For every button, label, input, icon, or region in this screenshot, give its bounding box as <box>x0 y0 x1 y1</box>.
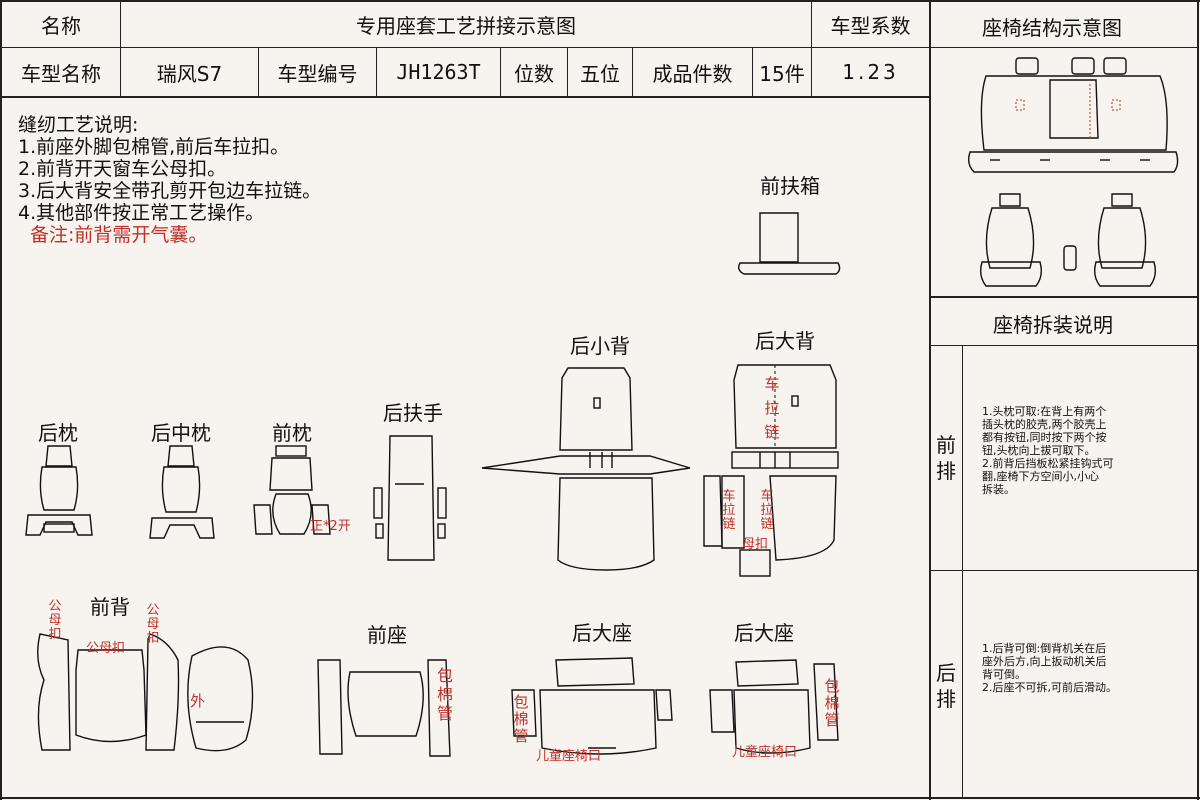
rear-row-line-2: 座外后方,向上扳动机关后 <box>982 655 1107 668</box>
main-side-divider <box>929 0 931 800</box>
annotation-child-seat-2: 儿童座椅口 <box>732 745 798 760</box>
rear-row-label-text: 后排 <box>936 661 956 711</box>
annotation-outer: 外 <box>190 692 206 710</box>
rear-row-label: 后排 <box>934 660 958 712</box>
frame-left <box>0 0 2 800</box>
seats-value: 五位 <box>580 61 620 86</box>
instruction-line-1: 1.前座外脚包棉管,前后车拉扣。 <box>18 136 290 158</box>
annotation-zipper-a: 车拉链 <box>722 489 736 532</box>
header-col-2 <box>258 48 259 97</box>
side-structure-bottom <box>930 296 1198 298</box>
pattern-drawing <box>25 212 841 757</box>
header-col-7 <box>752 48 753 97</box>
header-col-3 <box>376 48 377 97</box>
rear-big-seat-2-shape <box>709 659 839 754</box>
front-back-shape <box>37 633 254 752</box>
annotation-zipper-b: 车拉链 <box>760 489 774 532</box>
annotation-pipe-rear-right: 包棉管 <box>824 677 840 729</box>
front-row-line-7: 拆装。 <box>982 483 1015 496</box>
name-label: 名称 <box>41 14 81 38</box>
front-row-label: 前排 <box>934 432 958 484</box>
label-front-armrest-box: 前扶箱 <box>760 174 820 198</box>
model-code: JH1263T <box>396 60 481 84</box>
label-rear-headrest: 后枕 <box>38 421 78 445</box>
header-row-divider <box>0 47 930 48</box>
frame-top <box>0 0 1200 2</box>
annotation-front-headrest: 正*2开 <box>310 519 351 534</box>
side-row-divider <box>930 570 1198 571</box>
side-title-line <box>930 47 1198 48</box>
annotation-buckle-left: 公母扣 <box>48 599 62 642</box>
annotation-buckle-right: 公母扣 <box>146 603 160 646</box>
rear-mid-headrest-shape <box>149 445 215 539</box>
annotation-child-seat-1: 儿童座椅口 <box>536 749 602 764</box>
model-name-label: 车型名称 <box>21 61 101 86</box>
front-row-line-4: 钮,头枕向上拔可取下。 <box>982 444 1096 457</box>
instruction-line-3: 3.后大背安全带孔剪开包边车拉链。 <box>18 180 322 202</box>
label-rear-armrest: 后扶手 <box>383 401 443 425</box>
rear-row-instructions: 1.后背可倒:倒背机关在后 座外后方,向上扳动机关后 背可倒。 2.后座不可拆,… <box>982 642 1192 694</box>
label-rear-big-seat-2: 后大座 <box>734 621 794 645</box>
rear-big-back-shape <box>703 364 839 577</box>
frame-bottom <box>0 797 1200 799</box>
coef-label: 车型系数 <box>830 14 911 38</box>
side-label-col <box>962 345 963 798</box>
annotation-pipe-front: 包棉管 <box>437 666 454 723</box>
label-rear-small-back: 后小背 <box>570 334 630 358</box>
rear-row-line-4: 2.后座不可拆,可前后滑动。 <box>982 681 1117 694</box>
rear-row-line-3: 背可倒。 <box>982 668 1026 681</box>
label-front-headrest: 前枕 <box>272 421 312 445</box>
annotation-buckle-mid: 公母扣 <box>86 641 126 656</box>
header-col-8 <box>811 48 812 97</box>
side-disassembly-title-line <box>930 345 1198 346</box>
sewing-instructions: 缝纫工艺说明: 1.前座外脚包棉管,前后车拉扣。 2.前背开天窗车公母扣。 3.… <box>18 114 321 246</box>
header-col-title-end <box>811 0 812 48</box>
rear-armrest-shape <box>373 435 447 561</box>
rear-small-back-shape <box>481 367 691 571</box>
rear-headrest-shape <box>25 445 93 536</box>
instruction-line-2: 2.前背开天窗车公母扣。 <box>18 158 227 180</box>
coef-value: 1.23 <box>842 60 899 84</box>
header-col-5 <box>567 48 568 97</box>
annotation-pipe-rear-left: 包棉管 <box>513 693 529 745</box>
model-code-label: 车型编号 <box>277 61 358 86</box>
pieces-label: 成品件数 <box>652 61 733 86</box>
label-front-seat: 前座 <box>367 623 407 647</box>
front-row-label-text: 前排 <box>936 433 956 483</box>
front-row-line-5: 2.前背后挡板松紧挂钩式可 <box>982 457 1114 470</box>
front-row-instructions: 1.头枕可取:在背上有两个 插头枕的胶壳,两个胶壳上 都有按钮,同时按下两个按 … <box>982 405 1192 496</box>
front-headrest-shape <box>253 445 331 535</box>
front-row-line-6: 翻,座椅下方空间小,小心 <box>982 470 1099 483</box>
annotation-female-buckle: 母扣 <box>742 537 769 552</box>
structure-title: 座椅结构示意图 <box>982 16 1122 40</box>
seat-structure-illustration <box>967 57 1179 287</box>
disassembly-title: 座椅拆装说明 <box>993 313 1113 337</box>
annotation-zipper-vertical: 车拉链 <box>764 375 780 441</box>
frame-right <box>1197 0 1199 800</box>
seats-label: 位数 <box>514 61 554 86</box>
pieces-value: 15件 <box>759 61 805 86</box>
rear-big-seat-1-shape <box>511 657 673 755</box>
label-rear-mid-headrest: 后中枕 <box>151 421 211 445</box>
rear-row-line-1: 1.后背可倒:倒背机关在后 <box>982 642 1107 655</box>
label-rear-big-back: 后大背 <box>755 329 815 353</box>
front-row-line-3: 都有按钮,同时按下两个按 <box>982 431 1107 444</box>
front-armrest-box-shape <box>737 212 841 275</box>
front-seat-shape <box>317 659 451 757</box>
instruction-note: 备注:前背需开气囊。 <box>30 224 208 246</box>
header-col-4 <box>500 48 501 97</box>
instruction-line-4: 4.其他部件按正常工艺操作。 <box>18 202 265 224</box>
header-col-1 <box>120 0 121 97</box>
front-row-line-2: 插头枕的胶壳,两个胶壳上 <box>982 418 1107 431</box>
header-col-6 <box>632 48 633 97</box>
label-rear-big-seat-1: 后大座 <box>572 621 632 645</box>
label-front-back: 前背 <box>90 595 130 619</box>
page-title: 专用座套工艺拼接示意图 <box>356 14 576 38</box>
instructions-title: 缝纫工艺说明: <box>18 114 139 136</box>
model-name: 瑞风S7 <box>156 61 223 86</box>
front-row-line-1: 1.头枕可取:在背上有两个 <box>982 405 1107 418</box>
header-bottom-line <box>0 96 930 98</box>
